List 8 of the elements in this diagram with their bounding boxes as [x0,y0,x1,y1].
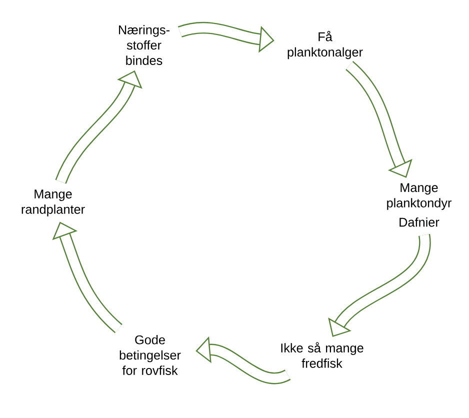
step-text: Ikke så mange fredfisk [281,342,364,368]
step-text: Mange planktondyr Dafnier [387,183,452,227]
step-text: Få planktonalger [288,30,363,60]
block-arrow [345,61,412,178]
block-arrow [328,234,431,337]
step-text: Mange randplanter [22,190,85,216]
step-text: Nærings- stoffer bindes [119,25,170,65]
step-text: Gode betingelser for rovfisk [120,335,181,375]
